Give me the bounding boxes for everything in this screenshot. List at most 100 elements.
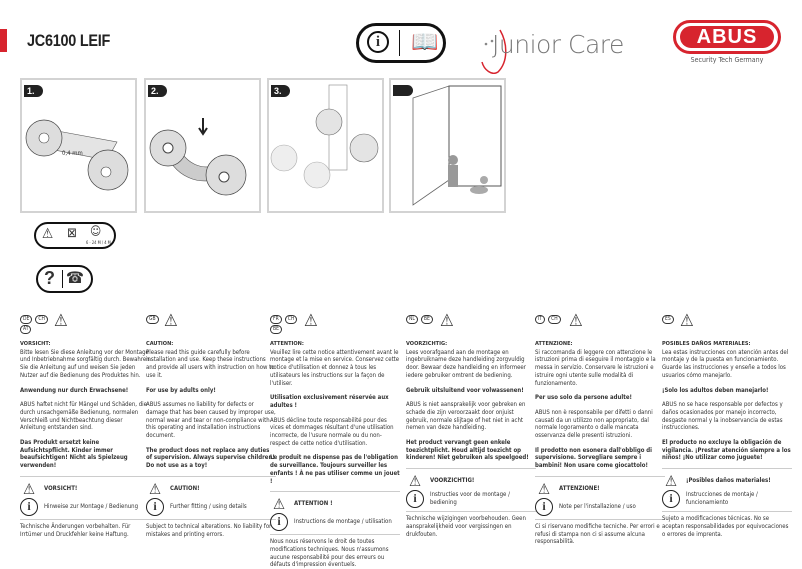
info-icon: i (20, 497, 38, 516)
info-icon: i (406, 490, 424, 509)
liability-text: ABUS no se hace responsable por defectos… (662, 401, 783, 432)
adults-only-notice: Per uso solo da persone adulte! (535, 394, 632, 402)
bending-strap-illustration (149, 118, 247, 196)
adults-only-notice: ¡Solo los adultos deben manejarlo! (662, 386, 769, 394)
step-4-panel (389, 78, 506, 213)
country-code-badge: FR (270, 315, 282, 324)
warning-icon: ⚠ (42, 226, 54, 242)
adults-only-notice: Gebruik uitsluitend voor volwassenen! (406, 386, 524, 394)
age-warning-pictogram: ⚠ ⊠ ☺ 6 - 24 M / 4 M (34, 222, 116, 249)
step-2-panel: 2. (144, 78, 261, 213)
adults-only-notice: Anwendung nur durch Erwachsene! (20, 386, 129, 394)
liability-text: ABUS is niet aansprakelijk voor gebreken… (406, 401, 526, 432)
intro-text: Si raccomanda di leggere con attenzione … (535, 348, 656, 387)
dimension-label: 0,4 mm (62, 150, 83, 157)
intro-text: Lees voorafgaand aan de montage en ingeb… (406, 348, 526, 379)
junior-care-logo-smile (481, 29, 507, 74)
info-label: Instrucciones de montaje / funcionamient… (686, 491, 758, 507)
reading-person-icon: 📖 (411, 30, 439, 55)
supervision-notice: El producto no excluye la obligación de … (662, 439, 791, 462)
step-1-panel: 1. 0,4 mm (20, 78, 137, 213)
door-child-illustration (412, 85, 502, 206)
warning-icon: ⚠ (22, 479, 36, 498)
liability-text: ABUS décline toute responsabilité pour d… (270, 416, 394, 447)
supervision-notice: The product does not replace any duties … (146, 446, 275, 470)
no-small-children-icon: ⊠ (67, 226, 77, 241)
intro-text: Bitte lesen Sie diese Anleitung vor der … (20, 348, 150, 379)
country-code-badge: AT (20, 325, 32, 334)
liability-text: ABUS non è responsabile per difetti o da… (535, 408, 653, 440)
info-icon: i (535, 497, 553, 516)
warning-icon: ⚠ (272, 495, 286, 514)
warning-label: ATTENTION ! (294, 500, 333, 508)
country-code-badge: IT (535, 315, 546, 324)
warning-label: VOORZICHTIG! (430, 477, 475, 485)
step-3-panel: 3. (267, 78, 384, 213)
language-column: GB ⚠ CAUTION: Please read this guide car… (146, 311, 276, 538)
warning-icon: ⚠ (537, 479, 551, 498)
liability-text: ABUS assumes no liability for defects or… (146, 401, 276, 440)
info-label: Note per l'installazione / uso (559, 502, 636, 510)
disclaimer-text: Technische Änderungen vorbehalten. Für I… (20, 522, 131, 538)
country-code-badge: BE (420, 315, 433, 324)
disclaimer-text: Ci si riservano modifiche tecniche. Per … (535, 522, 660, 546)
intro-text: Please read this guide carefully before … (146, 348, 275, 379)
country-code-badge: DE (20, 315, 33, 324)
child-face-icon: ☺ (90, 224, 102, 238)
warning-icon: ⚠ (164, 311, 178, 331)
warning-icon: ⚠ (304, 311, 318, 331)
country-code-badge: CH (284, 315, 298, 324)
junior-care-logo-text: Junior Care (492, 30, 624, 59)
telephone-icon: ☎ (66, 268, 84, 287)
mounting-illustration (270, 84, 379, 189)
country-code-badge: CH (35, 315, 48, 324)
intro-text: Lea estas instrucciones con atención ant… (662, 348, 789, 379)
info-icon: i (146, 497, 164, 516)
question-icon: ? (44, 268, 55, 288)
adults-only-notice: For use by adults only! (146, 386, 216, 394)
info-icon: i (367, 31, 389, 53)
supervision-notice: Le produit ne dispense pas de l'obligati… (270, 454, 400, 485)
supervision-notice: Het product vervangt geen enkele toezich… (406, 439, 529, 462)
info-label: Hinweise zur Montage / Bedienung (44, 502, 139, 510)
warning-icon: ⚠ (680, 311, 694, 331)
warning-heading: VOORZICHTIG: (406, 341, 448, 347)
magnetic-strap-illustration (25, 119, 129, 191)
warning-label: ATTENZIONE! (559, 484, 600, 492)
disclaimer-text: Technische wijzigingen voorbehouden. Gee… (406, 515, 526, 538)
warning-icon: ⚠ (664, 472, 678, 491)
step-number: 3. (271, 85, 290, 97)
support-pictogram: ? ☎ (36, 265, 93, 293)
intro-text: Veuillez lire cette notice attentivement… (270, 348, 400, 387)
disclaimer-text: Sujeto a modificaciones técnicas. No se … (662, 515, 789, 538)
info-icon: i (270, 513, 288, 532)
warning-icon: ⚠ (408, 472, 422, 491)
supervision-notice: Das Produkt ersetzt keine Aufsichtspflic… (20, 439, 128, 470)
warning-icon: ⚠ (148, 479, 162, 498)
read-instructions-pictogram: i 📖 (356, 23, 446, 63)
info-label: Instructies voor de montage / bediening (430, 491, 510, 507)
product-title: JC6100 LEIF (27, 31, 111, 50)
step-number: 2. (148, 85, 167, 97)
disclaimer-text: Nous nous réservons le droit de toutes m… (270, 538, 389, 569)
country-code-badge: BE (270, 325, 282, 334)
warning-label: VORSICHT! (44, 484, 78, 492)
warning-heading: ATTENTION: (270, 341, 304, 347)
warning-icon: ⚠ (54, 311, 68, 331)
warning-heading: CAUTION: (146, 341, 174, 347)
disclaimer-text: Subject to technical alterations. No lia… (146, 522, 272, 538)
abus-logo: ABUS (673, 20, 781, 54)
supervision-notice: Il prodotto non esonera dall'obbligo di … (535, 446, 652, 470)
warning-heading: POSIBLES DAÑOS MATERIALES: (662, 341, 751, 347)
age-label: 6 - 24 M / 4 M (86, 240, 111, 245)
adults-only-notice: Utilisation exclusivement réservée aux a… (270, 394, 389, 409)
warning-icon: ⚠ (569, 311, 583, 331)
country-code-badge: NL (406, 315, 418, 324)
abus-tagline: Security Tech Germany (690, 56, 764, 64)
warning-label: ¡Posibles daños materiales! (686, 477, 771, 485)
warning-heading: VORSICHT: (20, 341, 51, 347)
